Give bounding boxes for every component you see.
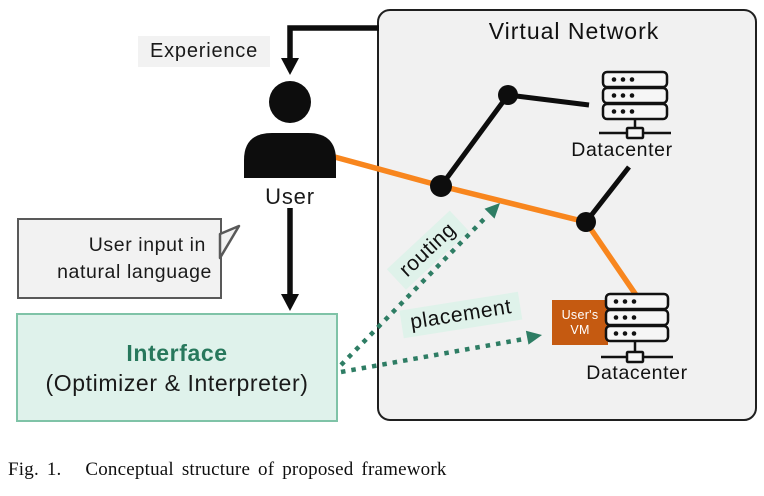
experience-arrow — [287, 25, 379, 60]
network-link-a-b — [438, 93, 511, 188]
placement-arrow — [340, 336, 525, 375]
interface-subtitle: (Optimizer & Interpreter) — [45, 369, 309, 396]
interface-box: Interface (Optimizer & Interpreter) — [16, 313, 338, 422]
speech-bubble: User input in natural language — [17, 218, 222, 299]
user-input-arrowhead-icon — [281, 294, 299, 311]
speech-bubble-line1: User input in — [88, 233, 206, 256]
figure-caption: Fig. 1. Conceptual structure of proposed… — [8, 459, 447, 480]
speech-bubble-line2: natural language — [57, 260, 212, 283]
routing-arrow — [339, 214, 489, 367]
users-vm-line1: User's — [561, 307, 599, 322]
datacenter-bottom-server-icon — [601, 292, 673, 364]
users-vm-line2: VM — [570, 322, 590, 337]
user-icon — [244, 81, 336, 178]
datacenter-bottom-label: Datacenter — [586, 362, 688, 384]
network-node-c — [576, 212, 596, 232]
network-link-c-datacenter-top — [584, 165, 631, 224]
users-vm-box: User's VM — [552, 300, 608, 345]
interface-title: Interface — [126, 339, 228, 366]
user-label: User — [265, 184, 315, 209]
datacenter-top-server-icon — [599, 70, 671, 140]
experience-arrowhead-icon — [281, 58, 299, 75]
virtual-network-title: Virtual Network — [488, 18, 660, 44]
datacenter-top-label: Datacenter — [571, 139, 673, 161]
network-node-b — [430, 175, 452, 197]
network-link-a-datacenter-top — [507, 92, 590, 108]
speech-bubble-tail — [218, 224, 241, 260]
routing-arrowhead-icon — [484, 203, 500, 219]
orange-traffic-path — [328, 153, 639, 298]
network-node-a — [498, 85, 518, 105]
placement-arrowhead-icon — [525, 330, 542, 345]
experience-label: Experience — [138, 36, 270, 67]
